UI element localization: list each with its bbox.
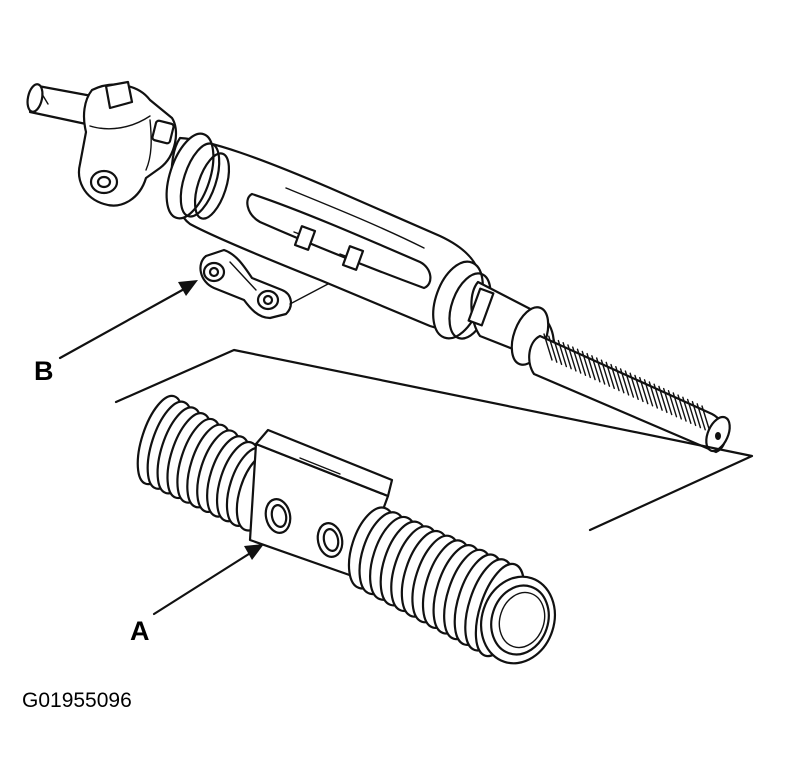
thread-line [662, 387, 673, 416]
pinion-valve-housing [77, 80, 178, 207]
thread-line [648, 381, 659, 409]
figure-id: G01955096 [22, 689, 132, 712]
part-b-bracket [199, 248, 329, 320]
callout-arrow-a [152, 544, 264, 616]
thread-line [543, 333, 553, 361]
thread-line [658, 385, 668, 414]
callout-label-a: A [130, 616, 150, 646]
thread-line [677, 394, 687, 422]
thread-line [557, 339, 568, 368]
thread-line [552, 337, 563, 366]
thread-line [615, 366, 625, 394]
steering-rack-housing [26, 80, 731, 454]
thread-line [600, 359, 611, 387]
thread-line [672, 392, 682, 420]
thread-line [595, 357, 606, 385]
thread-line [643, 379, 654, 407]
threaded-rack-end [528, 333, 731, 454]
thread-line [691, 400, 702, 429]
thread-line [562, 342, 572, 370]
thread-line [572, 346, 582, 374]
boot-mouth-opening [480, 575, 556, 665]
callout-label-b: B [34, 356, 54, 386]
thread-line [610, 363, 620, 392]
thread-line [701, 405, 711, 433]
rack-tube [165, 132, 555, 366]
thread-line [576, 348, 587, 376]
thread-line [591, 355, 601, 383]
thread-line [586, 352, 596, 381]
thread-line [686, 398, 697, 427]
thread-line [624, 370, 635, 398]
thread-line [619, 368, 630, 396]
thread-line [629, 372, 639, 400]
thread-line [581, 350, 592, 379]
thread-line [653, 383, 663, 411]
thread-line [567, 344, 577, 372]
thread-line [634, 374, 644, 403]
part-a-bellows-boot [114, 348, 754, 665]
thread-line [696, 403, 706, 431]
thread-line [667, 390, 678, 418]
part-a-outline-box [114, 348, 754, 532]
thread-line [639, 376, 649, 405]
callout-arrow-b [58, 280, 198, 360]
thread-line [548, 335, 558, 363]
pinion-input-shaft [26, 83, 94, 126]
thread-line [605, 361, 615, 390]
thread-line [682, 396, 692, 424]
